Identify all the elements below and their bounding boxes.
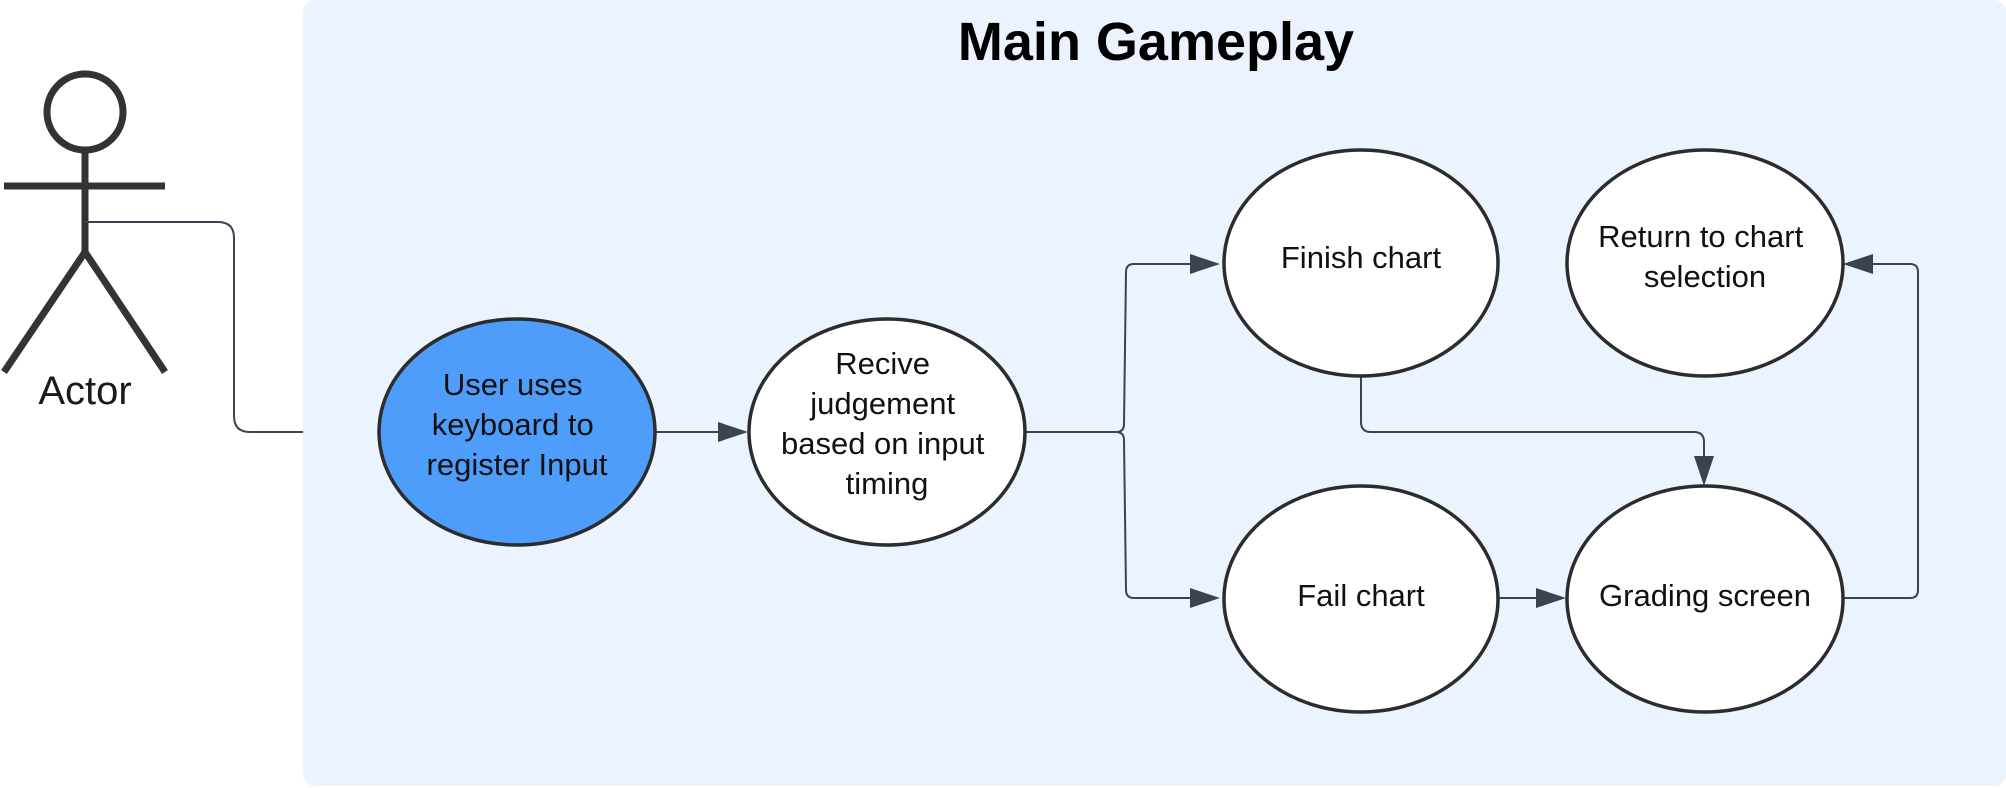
use-case-return-to-selection-label: Return to chart selection	[1598, 219, 1812, 294]
arrowhead-grading-left	[1536, 588, 1566, 608]
connector-grading-to-return	[1843, 263, 1919, 599]
use-case-grading-screen-label: Grading screen	[1599, 578, 1811, 613]
actor-right-leg	[82, 250, 168, 374]
connector-judgement-to-fail	[1115, 431, 1192, 599]
use-case-finish-chart-label: Finish chart	[1281, 240, 1442, 275]
use-case-finish-chart-shape	[1222, 148, 1500, 378]
use-case-return-to-selection[interactable]: Return to chart selection	[1565, 148, 1845, 378]
arrowhead-return	[1843, 254, 1873, 274]
use-case-fail-chart[interactable]: Fail chart	[1222, 484, 1500, 714]
boundary-title: Main Gameplay	[958, 12, 1354, 72]
use-case-receive-judgement-label: Recive judgement based on input timing	[781, 346, 993, 501]
arrowhead-fail	[1190, 588, 1220, 608]
use-case-fail-chart-shape	[1222, 484, 1500, 714]
use-case-grading-screen-shape	[1565, 484, 1845, 714]
use-case-finish-chart[interactable]: Finish chart	[1222, 148, 1500, 378]
connector-finish-to-grading	[1360, 376, 1705, 458]
connector-actor-to-system	[85, 221, 303, 433]
use-case-register-input[interactable]: User uses keyboard to register Input	[377, 317, 657, 547]
actor-label: Actor	[38, 369, 131, 413]
arrowhead-finish	[1190, 254, 1220, 274]
use-case-receive-judgement-shape	[747, 317, 1027, 547]
use-case-register-input-label: User uses keyboard to register Input	[427, 367, 608, 482]
use-case-fail-chart-label: Fail chart	[1297, 578, 1425, 613]
use-case-receive-judgement[interactable]: Recive judgement based on input timing	[747, 317, 1027, 547]
use-case-grading-screen[interactable]: Grading screen	[1565, 484, 1845, 714]
use-case-register-input-shape	[377, 317, 657, 547]
arrowhead-judgement	[718, 422, 748, 442]
arrowhead-grading-top	[1694, 456, 1714, 486]
use-case-return-to-selection-shape	[1565, 148, 1845, 378]
actor-left-leg	[1, 250, 88, 374]
actor-head	[43, 70, 127, 154]
actor[interactable]: Actor	[1, 70, 168, 413]
